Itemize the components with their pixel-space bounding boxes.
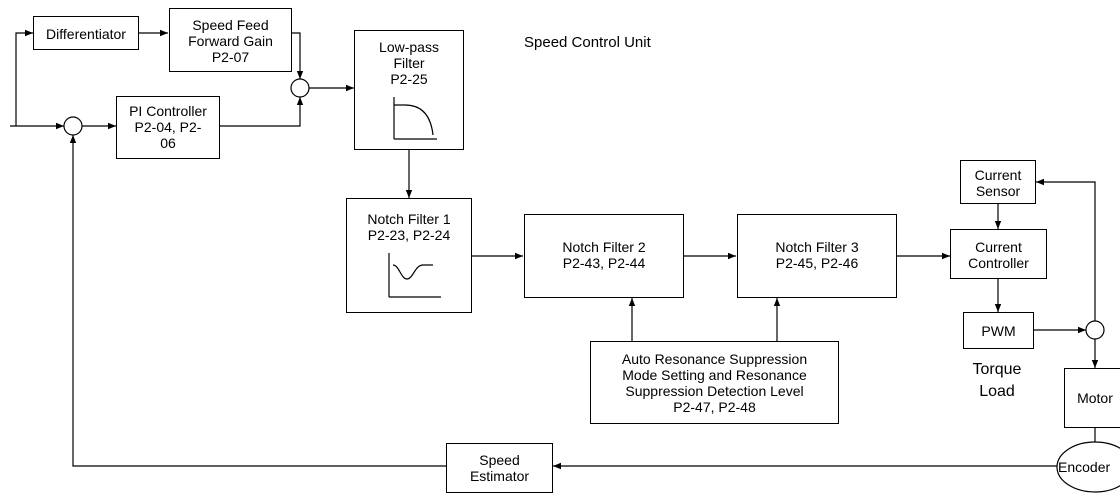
auto-resonance-label-3: Suppression Detection Level: [625, 383, 804, 399]
notch-filter-1-label-1: Notch Filter 1: [367, 211, 451, 227]
motor-block: Motor: [1064, 368, 1120, 428]
speed-estimator-label-1: Speed: [479, 452, 520, 468]
pwm-block: PWM: [963, 312, 1034, 349]
notch-filter-3-label-2: P2-45, P2-46: [775, 255, 859, 271]
motor-label: Motor: [1077, 390, 1113, 406]
encoder-ellipse: [1056, 441, 1120, 493]
auto-resonance-block: Auto Resonance Suppression Mode Setting …: [590, 341, 839, 424]
wire-pi-to-summer2: [220, 97, 304, 127]
pi-controller-label-3: 06: [160, 135, 176, 151]
summing-junction-3: [1085, 320, 1105, 340]
torque-load-label: Torque Load: [952, 359, 1042, 403]
current-controller-label-2: Controller: [968, 255, 1029, 271]
low-pass-label-1: Low-pass: [379, 39, 439, 55]
current-controller-block: Current Controller: [950, 229, 1047, 279]
notch-filter-2-label-2: P2-43, P2-44: [562, 255, 646, 271]
torque-load-label-1: Torque: [972, 361, 1022, 378]
torque-load-label-2: Load: [979, 383, 1015, 400]
differentiator-block: Differentiator: [33, 16, 139, 50]
summing-junction-1: [63, 116, 83, 136]
notch-filter-3-label-1: Notch Filter 3: [775, 239, 859, 255]
auto-resonance-label-2: Mode Setting and Resonance: [622, 367, 807, 383]
summing-junction-2: [290, 78, 310, 98]
wire-to-current-sensor: [1036, 178, 1096, 321]
low-pass-label-3: P2-25: [390, 71, 428, 87]
pi-controller-label-1: PI Controller: [129, 103, 207, 119]
low-pass-filter-block: Low-pass Filter P2-25: [354, 30, 464, 150]
encoder-label: Encoder: [1058, 459, 1111, 475]
auto-resonance-label-4: P2-47, P2-48: [673, 399, 756, 415]
current-sensor-label-2: Sensor: [975, 183, 1021, 199]
notch-filter-2-block: Notch Filter 2 P2-43, P2-44: [524, 214, 684, 298]
notch-filter-1-block: Notch Filter 1 P2-23, P2-24: [346, 198, 472, 313]
wire-ff-to-summer2: [292, 32, 304, 79]
current-controller-label-1: Current: [975, 239, 1022, 255]
current-sensor-label-1: Current: [974, 167, 1022, 183]
notch-filter-2-label-1: Notch Filter 2: [562, 239, 646, 255]
diagram-title: Speed Control Unit: [524, 34, 651, 51]
notch-response-icon: [388, 253, 441, 298]
pi-controller-label-2: P2-04, P2-: [134, 119, 202, 135]
notch-filter-1-label-2: P2-23, P2-24: [367, 227, 451, 243]
feed-forward-label-3: P2-07: [211, 49, 250, 65]
pwm-label: PWM: [981, 323, 1016, 339]
speed-estimator-label-2: Estimator: [469, 468, 530, 484]
wire-estimator-to-summer1: [69, 135, 446, 467]
auto-resonance-label-1: Auto Resonance Suppression: [621, 351, 808, 367]
pi-controller-block: PI Controller P2-04, P2- 06: [116, 96, 220, 159]
differentiator-label: Differentiator: [46, 26, 126, 42]
notch-filter-3-block: Notch Filter 3 P2-45, P2-46: [737, 214, 897, 298]
feed-forward-label-2: Forward Gain: [188, 33, 273, 49]
speed-estimator-block: Speed Estimator: [446, 443, 553, 493]
current-sensor-block: Current Sensor: [960, 160, 1036, 204]
low-pass-response-icon: [393, 97, 437, 140]
feed-forward-gain-block: Speed Feed Forward Gain P2-07: [169, 8, 292, 72]
feed-forward-label-1: Speed Feed: [192, 17, 269, 33]
wire-to-differentiator: [15, 29, 33, 126]
low-pass-label-2: Filter: [393, 55, 425, 71]
